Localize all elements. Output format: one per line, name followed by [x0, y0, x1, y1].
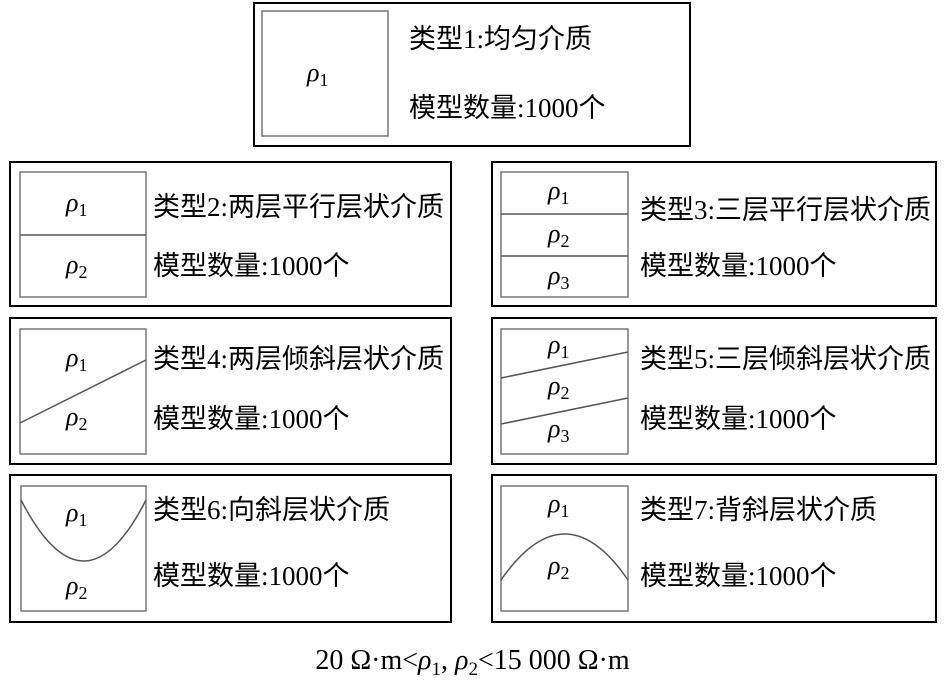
panel-title: 类型5:三层倾斜层状介质 [640, 344, 932, 374]
layer-boundary [500, 397, 629, 425]
panel-title: 类型2:两层平行层状介质 [153, 192, 445, 222]
panel-type3 [491, 161, 937, 307]
rho2-label: ρ2 [548, 371, 570, 403]
syncline-boundary [20, 499, 147, 562]
rho2-label: ρ2 [66, 402, 88, 434]
panel-count: 模型数量:1000个 [640, 251, 837, 281]
panel-title: 类型7:背斜层状介质 [640, 495, 878, 525]
schematic-type1 [261, 10, 389, 137]
rho2-label: ρ2 [548, 551, 570, 583]
rho1-label: ρ1 [66, 498, 88, 530]
panel-type4 [9, 317, 452, 465]
panel-count: 模型数量:1000个 [640, 404, 837, 434]
panel-title: 类型4:两层倾斜层状介质 [153, 344, 445, 374]
panel-type7 [491, 474, 937, 623]
rho1-label: ρ1 [66, 188, 88, 220]
panel-title: 类型6:向斜层状介质 [153, 495, 391, 525]
rho1-label: ρ1 [548, 330, 570, 362]
rho1-label: ρ1 [548, 489, 570, 521]
panel-type1 [253, 2, 691, 147]
schematic-type7 [500, 485, 629, 612]
panel-title: 类型1:均匀介质 [409, 24, 593, 54]
rho2-label: ρ2 [66, 571, 88, 603]
panel-title: 类型3:三层平行层状介质 [640, 195, 932, 225]
panel-count: 模型数量:1000个 [153, 404, 350, 434]
layer-boundary [19, 359, 147, 424]
panel-type2 [9, 161, 452, 307]
resistivity-range-caption: 20 Ω·m<ρ1, ρ2<15 000 Ω·m [315, 645, 630, 680]
panel-count: 模型数量:1000个 [153, 251, 350, 281]
panel-type5 [491, 317, 937, 465]
schematic-type5 [500, 328, 629, 455]
schematic-type6 [20, 485, 147, 612]
rho2-label: ρ2 [548, 219, 570, 251]
schematic-type3 [500, 171, 629, 298]
panel-count: 模型数量:1000个 [153, 561, 350, 591]
rho3-label: ρ3 [548, 414, 570, 446]
panel-type6 [9, 474, 452, 623]
rho2-label: ρ2 [66, 250, 88, 282]
rho1-label: ρ1 [66, 343, 88, 375]
panel-count: 模型数量:1000个 [640, 561, 837, 591]
panel-count: 模型数量:1000个 [409, 93, 606, 123]
rho1-label: ρ1 [307, 58, 329, 90]
layer-boundary [500, 351, 629, 379]
rho3-label: ρ3 [548, 261, 570, 293]
rho1-label: ρ1 [548, 176, 570, 208]
anticline-boundary [500, 533, 629, 581]
